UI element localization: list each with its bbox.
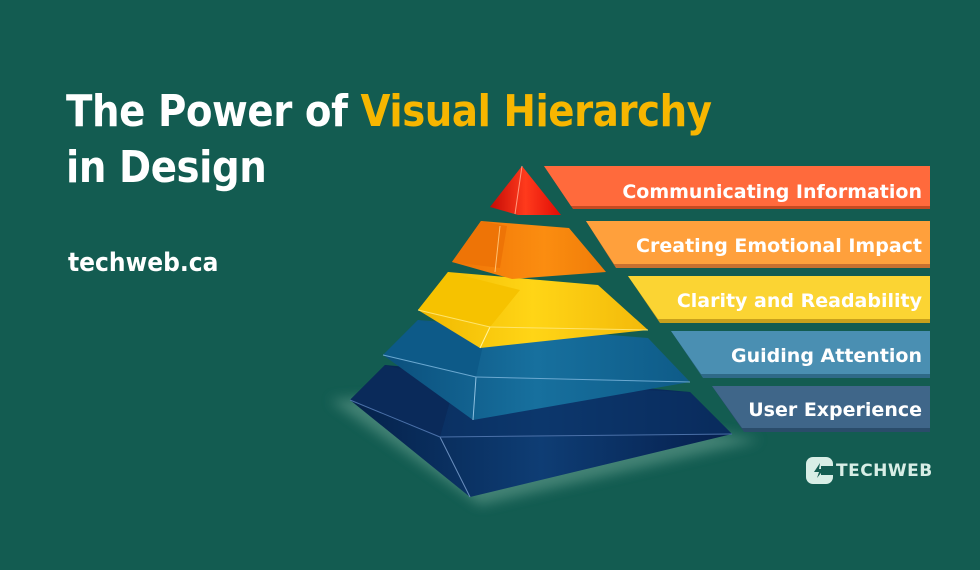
- banner-label: Clarity and Readability: [677, 290, 923, 312]
- website-label: techweb.ca: [68, 248, 219, 278]
- banner-label: User Experience: [748, 399, 922, 421]
- page-title: The Power of Visual Hierarchy in Design: [66, 84, 712, 196]
- title-line-1: The Power of Visual Hierarchy: [66, 86, 712, 137]
- pyramid-layer-clarity: [417, 272, 649, 349]
- banner-label: Creating Emotional Impact: [636, 235, 922, 257]
- title-line-2: in Design: [66, 142, 267, 193]
- banner-clarity-and-readability: Clarity and Readability: [628, 276, 930, 323]
- banner-guiding-attention: Guiding Attention: [671, 331, 930, 378]
- banner-label: Communicating Information: [622, 181, 922, 203]
- banner-label: Guiding Attention: [731, 345, 922, 367]
- techweb-logo: TECHWEB: [806, 457, 933, 484]
- banner-communicating-information: Communicating Information: [544, 166, 930, 209]
- banner-user-experience: User Experience: [712, 386, 930, 432]
- logo-text: TECHWEB: [836, 460, 933, 481]
- pyramid-layer-communicating: [490, 165, 561, 215]
- pyramid-layer-emotional-impact: [452, 221, 606, 279]
- lightning-bolt-icon: [806, 457, 833, 484]
- banner-creating-emotional-impact: Creating Emotional Impact: [586, 221, 930, 268]
- title-highlight: Visual Hierarchy: [360, 86, 712, 137]
